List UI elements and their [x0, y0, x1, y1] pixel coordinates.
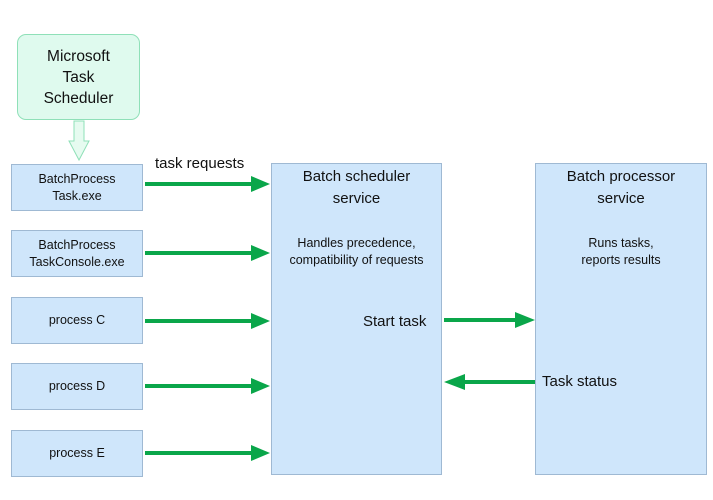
source-process-d: process D [11, 363, 143, 410]
arrow-task-exe-to-scheduler [145, 176, 270, 192]
source-label: process C [48, 313, 106, 327]
microsoft-task-scheduler-label: Microsoft Task Scheduler [43, 47, 114, 107]
start-task-label: Start task [363, 313, 427, 330]
source-label: BatchProcess Task.exe [38, 171, 116, 203]
arrow-start-task [444, 312, 535, 328]
arrow-process-e-to-scheduler [145, 445, 270, 461]
arrow-process-c-to-scheduler [145, 313, 270, 329]
task-status-label: Task status [542, 373, 618, 390]
task-requests-label: task requests [155, 155, 245, 172]
batch-processor-title: Batch processor service [566, 168, 676, 207]
source-label: process E [49, 446, 105, 460]
batch-scheduler-service-box [271, 163, 442, 475]
arrow-task-status [444, 374, 535, 390]
arrow-process-d-to-scheduler [145, 378, 270, 394]
source-batchprocess-taskconsole: BatchProcess TaskConsole.exe [11, 230, 143, 277]
source-batchprocess-task: BatchProcess Task.exe [11, 164, 143, 211]
batch-processor-service-box [535, 163, 707, 475]
microsoft-task-scheduler-box: Microsoft Task Scheduler [17, 34, 140, 120]
source-label: BatchProcess TaskConsole.exe [29, 237, 125, 269]
source-process-e: process E [11, 430, 143, 477]
batch-scheduler-title: Batch scheduler service [302, 168, 411, 207]
source-process-c: process C [11, 297, 143, 344]
batch-processor-description: Runs tasks, reports results [581, 236, 661, 267]
source-label: process D [48, 379, 106, 393]
scheduler-to-task-arrow [68, 120, 90, 162]
arrow-taskconsole-to-scheduler [145, 245, 270, 261]
batch-scheduler-description: Handles precedence, compatibility of req… [289, 236, 424, 267]
